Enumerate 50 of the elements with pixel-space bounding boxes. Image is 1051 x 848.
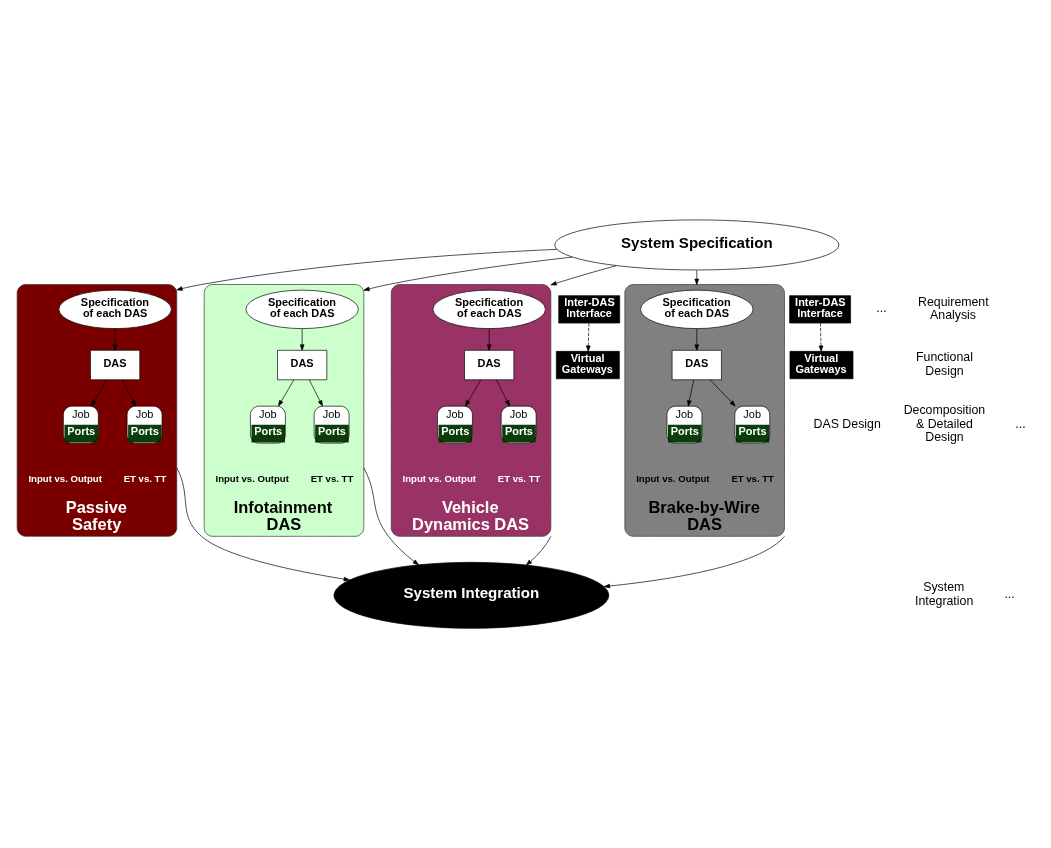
label: ET vs. TT xyxy=(731,473,774,485)
node-ellipse: Specification of each DAS xyxy=(245,289,359,329)
arrow xyxy=(694,328,700,351)
arrow xyxy=(818,322,824,352)
label: System Integration xyxy=(914,580,974,609)
label: Input vs. Output xyxy=(402,473,476,485)
node-ellipse: Specification of each DAS xyxy=(432,289,546,329)
label: ET vs. TT xyxy=(497,473,541,485)
label: Requirement Analysis xyxy=(918,294,989,323)
label: ET vs. TT xyxy=(310,473,354,485)
label: Input vs. Output xyxy=(636,473,710,485)
label: Input vs. Output xyxy=(28,473,102,485)
arrow xyxy=(603,536,785,589)
arrow xyxy=(176,249,558,291)
arrow xyxy=(586,322,591,352)
arrow xyxy=(363,256,573,292)
arrow xyxy=(91,379,108,407)
node-box: DAS xyxy=(671,350,722,381)
label: ... xyxy=(1015,416,1026,431)
arrow xyxy=(465,379,482,407)
arrow xyxy=(121,379,136,407)
node-box: DAS xyxy=(464,350,515,381)
node-box: DAS xyxy=(90,350,141,381)
arrow xyxy=(278,379,295,407)
node-box: Inter-DAS Interface xyxy=(558,295,621,324)
node-box: Inter-DAS Interface xyxy=(789,295,851,324)
arrow xyxy=(486,328,492,351)
arrow xyxy=(363,467,419,566)
label: Input vs. Output xyxy=(215,473,289,485)
node-ellipse: System Specification xyxy=(554,219,840,271)
arrow xyxy=(112,328,118,351)
label: ET vs. TT xyxy=(123,473,167,485)
label: Decomposition & Detailed Design xyxy=(903,402,986,445)
node-box: Virtual Gateways xyxy=(789,351,854,380)
label: ... xyxy=(876,301,887,316)
arrow xyxy=(525,536,552,566)
arrow xyxy=(687,379,695,407)
label: Functional Design xyxy=(916,350,973,378)
arrow xyxy=(495,379,510,407)
arrow xyxy=(299,328,305,351)
arrow xyxy=(550,265,617,286)
label: DAS Design xyxy=(813,416,881,431)
node-box: DAS xyxy=(277,350,328,381)
node-box: Virtual Gateways xyxy=(556,351,620,380)
arrow xyxy=(709,379,736,407)
node-ellipse: Specification of each DAS xyxy=(640,289,754,329)
node-ellipse: Specification of each DAS xyxy=(58,289,172,329)
label: ... xyxy=(1004,587,1015,602)
arrow xyxy=(308,379,323,407)
arrow xyxy=(176,467,350,582)
